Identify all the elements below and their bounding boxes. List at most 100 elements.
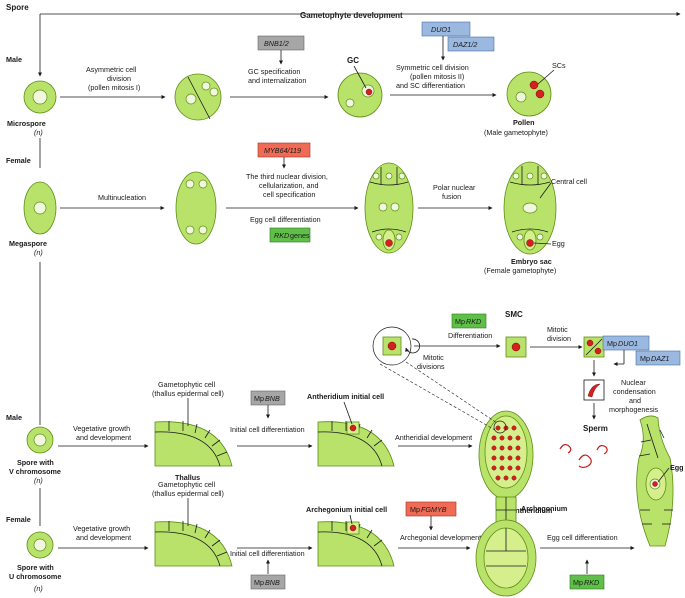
svg-text:Mp: Mp: [607, 339, 617, 348]
nuclear-l4: morphogenesis: [609, 405, 659, 414]
spore-u-l1: Spore with: [17, 563, 54, 572]
veg-growth-male-l1: Vegetative growth: [73, 424, 130, 433]
differentiation-label: Differentiation: [448, 331, 492, 340]
initial-diff-male: Initial cell differentiation: [230, 425, 305, 434]
embryo-sac-sublabel: (Female gametophyte): [484, 266, 556, 275]
female-label: Female: [6, 156, 31, 165]
step-third-l1: The third nuclear division,: [246, 172, 328, 181]
pollen-label: Pollen: [513, 118, 535, 127]
pollen-sublabel: (Male gametophyte): [484, 128, 548, 137]
step-gc-l2: and internalization: [248, 76, 306, 85]
mitotic-division-l2: division: [547, 334, 571, 343]
mitotic-divisions-l1: Mitotic: [423, 353, 444, 362]
gc-cell: [337, 72, 383, 118]
gene-mpfgmyb: FGMYB: [421, 505, 447, 514]
gene-daz12: DAZ1/2: [453, 40, 477, 49]
gene-myb64119: MYB64/119: [264, 146, 301, 155]
liverwort-female-row: Female Spore with U chromosome (n) Veget…: [6, 480, 635, 597]
liverwort-egg-cell: [636, 415, 674, 547]
veg-growth-female-l1: Vegetative growth: [73, 524, 130, 533]
smc-label: SMC: [505, 310, 523, 319]
svg-text:Mp: Mp: [640, 354, 650, 363]
gene-box-mpbnb-female: [250, 574, 286, 590]
gene-mpbnb-male: BNB: [265, 394, 280, 403]
gene-rkd-suffix: genes: [290, 231, 310, 240]
mitotic-divisions-l2: divisions: [417, 362, 445, 371]
svg-text:Mp: Mp: [455, 317, 465, 326]
step-gc-l1: GC specification: [248, 67, 300, 76]
female-row: Female Megaspore (n) Multinucleation MYB…: [6, 142, 587, 275]
liverwort-male-label: Male: [6, 413, 22, 422]
archegonium-initial-thallus: [317, 521, 395, 567]
mitotic-division-l1: Mitotic: [547, 325, 568, 334]
gene-mpdaz1: DAZ1: [651, 354, 669, 363]
megaspore-ploidy: (n): [34, 248, 43, 257]
cellularized-embryo-sac: [364, 162, 414, 254]
nuclear-l1: Nuclear: [621, 378, 646, 387]
scs-label: SCs: [552, 61, 566, 70]
gene-box-mprkd-female: [569, 574, 605, 590]
step-egg-differentiation: Egg cell differentiation: [250, 215, 321, 224]
spore-u-l2: U chromosome: [9, 572, 61, 581]
sperm-label: Sperm: [583, 424, 608, 433]
egg-label: Egg: [552, 239, 565, 248]
veg-growth-female-l2: and development: [76, 533, 131, 542]
liverwort-egg-label: Egg: [670, 463, 684, 472]
gene-box-mprkd-male: [451, 313, 487, 329]
spore-u-ploidy: (n): [34, 584, 43, 593]
bicellular-pollen: [174, 73, 222, 121]
spore-v-ploidy: (n): [34, 476, 43, 485]
gene-box-daz12: [447, 36, 495, 52]
microspore-nucleus: [32, 89, 48, 105]
microspore-ploidy: (n): [34, 128, 43, 137]
gene-box-duo1: [421, 21, 471, 37]
gene-mpbnb-female: BNB: [265, 578, 280, 587]
antheridium-initial-label: Antheridium initial cell: [307, 392, 384, 401]
antheridium-label: Antheridium: [510, 506, 552, 515]
header: Spore Gametophyte development: [6, 3, 681, 77]
pollen-cell: [506, 71, 552, 117]
step-third-l2: cellularization, and: [259, 181, 319, 190]
gametophytic-male-l1: Gametophytic cell: [158, 380, 216, 389]
gametophytic-male-l2: (thallus epidermal cell): [152, 389, 224, 398]
svg-text:Mp: Mp: [573, 578, 583, 587]
mitotic-divisions-inset: [372, 326, 498, 431]
gc-label: GC: [347, 56, 359, 65]
embryo-sac-label: Embryo sac: [511, 257, 552, 266]
antheridial-development: Antheridial development: [395, 433, 472, 442]
step-asymmetric-l2: division: [107, 74, 131, 83]
gene-box-mpdaz1: [635, 350, 681, 366]
gene-mprkd-female: RKD: [584, 578, 599, 587]
archegonium: [475, 496, 537, 597]
megaspore-label: Megaspore: [9, 239, 47, 248]
embryo-sac: [503, 161, 557, 255]
microspore-label: Microspore: [7, 119, 46, 128]
gene-mprkd-male: RKD: [466, 317, 481, 326]
step-polar-l1: Polar nuclear: [433, 183, 476, 192]
divided-smc: [583, 336, 605, 358]
spore-label: Spore: [6, 3, 29, 12]
gametophytic-female-l2: (thallus epidermal cell): [152, 489, 224, 498]
gene-mpduo1: DUO1: [618, 339, 638, 348]
gene-rkd: RKD: [274, 231, 289, 240]
archegonial-development: Archegonial development: [400, 533, 481, 542]
gene-bnb12: BNB1/2: [264, 39, 289, 48]
multinucleate-cell: [175, 171, 217, 245]
gametophyte-development-label: Gametophyte development: [300, 11, 403, 20]
central-cell-label: Central cell: [551, 177, 587, 186]
sperm-cells: [559, 443, 608, 469]
svg-text:Mp: Mp: [254, 394, 264, 403]
step-multinucleation: Multinucleation: [98, 193, 146, 202]
spore-v-l1: Spore with: [17, 458, 54, 467]
step-symmetric-l1: Symmetric cell division: [396, 63, 469, 72]
thallus-male: [154, 421, 233, 467]
egg-cell-differentiation: Egg cell differentiation: [547, 533, 618, 542]
gene-box-mpduo1: [602, 335, 650, 351]
antheridium-initial-thallus: [317, 421, 395, 467]
spore-v-l2: V chromosome: [9, 467, 61, 476]
thallus-label: Thallus: [175, 473, 200, 482]
thallus-female: [154, 521, 233, 567]
male-label: Male: [6, 55, 22, 64]
